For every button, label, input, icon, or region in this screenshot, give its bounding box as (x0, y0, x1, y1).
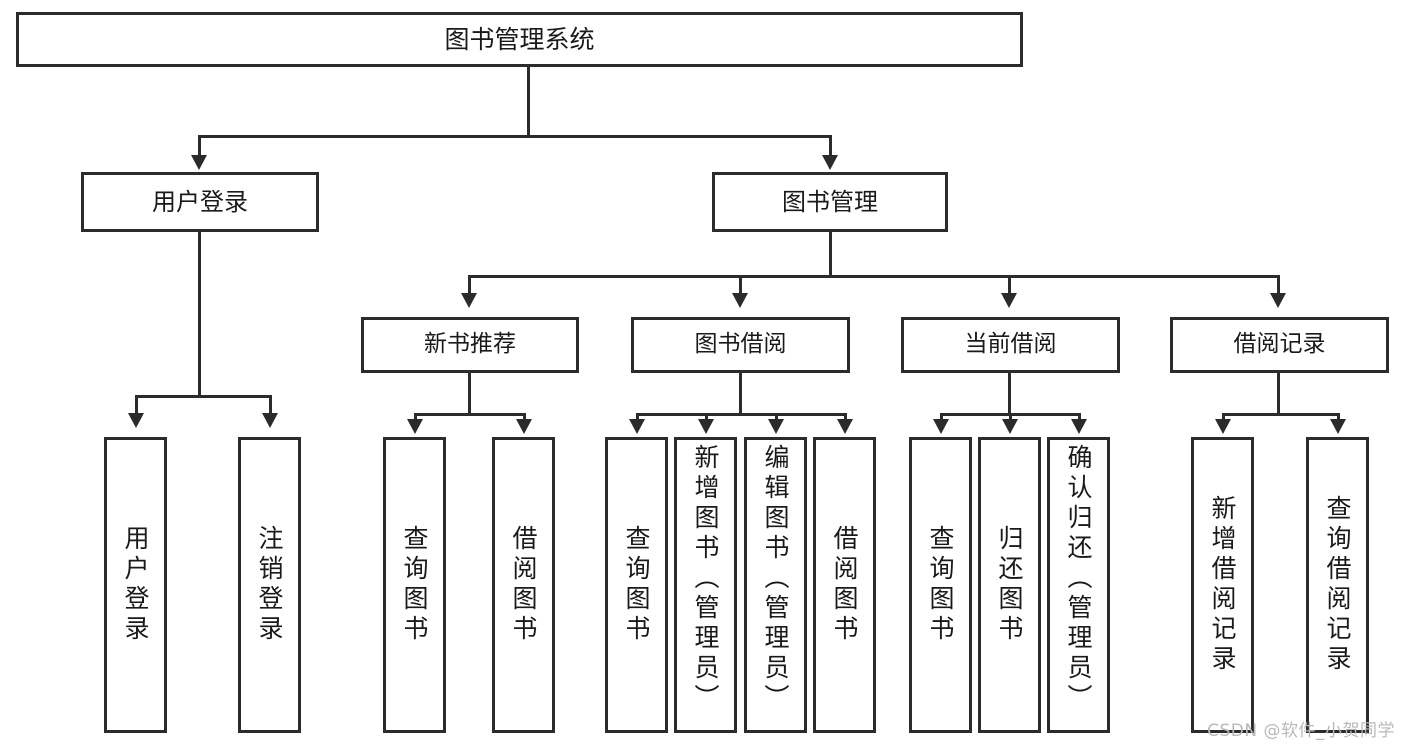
node-leaf-edit-book-admin[interactable]: 编辑图书（管理员） (744, 437, 807, 733)
edge-borrow-drop-2 (705, 413, 708, 421)
edge-borrow-bus (636, 413, 847, 416)
edge-borrow-drop-3 (775, 413, 778, 421)
node-label: 图书管理系统 (444, 24, 595, 54)
edge-records-stem (1277, 373, 1280, 415)
arrow-leaf-add-record (1215, 419, 1231, 434)
node-label: 注销登录 (255, 525, 284, 645)
edge-user-login-drop-1 (135, 395, 138, 415)
node-label: 查询图书 (622, 525, 651, 645)
edge-level3-drop-1 (468, 275, 471, 295)
node-label: 查询图书 (400, 525, 429, 645)
edge-book-mgmt-stem (829, 232, 832, 277)
node-label: 确认归还（管理员） (1064, 444, 1093, 714)
edge-records-drop-1 (1222, 413, 1225, 421)
node-user-login[interactable]: 用户登录 (81, 172, 319, 232)
arrow-to-user-login (191, 155, 207, 170)
arrow-leaf-query-book-b (629, 419, 645, 434)
edge-current-drop-2 (1009, 413, 1012, 421)
node-leaf-borrow-book-recommend[interactable]: 借阅图书 (492, 437, 555, 733)
edge-level3-drop-2 (739, 275, 742, 295)
edge-current-drop-1 (940, 413, 943, 421)
node-leaf-user-login[interactable]: 用户登录 (104, 437, 167, 733)
arrow-to-current-borrow (1001, 293, 1017, 308)
edge-new-rec-drop-1 (414, 413, 417, 421)
node-leaf-query-book-recommend[interactable]: 查询图书 (383, 437, 446, 733)
node-label: 借阅图书 (509, 525, 538, 645)
node-leaf-query-book-borrow[interactable]: 查询图书 (605, 437, 668, 733)
edge-user-login-bus (135, 395, 272, 398)
node-label: 新书推荐 (424, 331, 516, 358)
edge-level2-bus (198, 135, 831, 138)
node-label: 查询借阅记录 (1323, 495, 1352, 675)
node-label: 图书管理 (782, 187, 878, 216)
arrow-leaf-borrow-book-b (837, 419, 853, 434)
edge-borrow-drop-1 (636, 413, 639, 421)
edge-records-drop-2 (1337, 413, 1340, 421)
edge-user-login-drop-2 (269, 395, 272, 415)
edge-new-rec-drop-2 (523, 413, 526, 421)
arrow-to-new-book-recommend (461, 293, 477, 308)
node-borrow-records[interactable]: 借阅记录 (1170, 317, 1389, 373)
edge-borrow-drop-4 (844, 413, 847, 421)
node-book-management[interactable]: 图书管理 (712, 172, 948, 232)
node-leaf-confirm-return-admin[interactable]: 确认归还（管理员） (1047, 437, 1110, 733)
node-leaf-add-borrow-record[interactable]: 新增借阅记录 (1191, 437, 1254, 733)
edge-to-user-login (198, 135, 201, 157)
node-book-borrow[interactable]: 图书借阅 (631, 317, 850, 373)
arrow-leaf-user-login (128, 413, 144, 428)
node-root-system[interactable]: 图书管理系统 (16, 12, 1023, 67)
node-leaf-borrow-book[interactable]: 借阅图书 (813, 437, 876, 733)
node-label: 借阅图书 (830, 525, 859, 645)
node-leaf-add-book-admin[interactable]: 新增图书（管理员） (674, 437, 737, 733)
edge-current-stem (1008, 373, 1011, 415)
node-label: 新增借阅记录 (1208, 495, 1237, 675)
node-label: 图书借阅 (694, 331, 787, 358)
arrow-to-book-borrow (732, 293, 748, 308)
arrow-leaf-edit-book (768, 419, 784, 434)
edge-new-rec-stem (468, 373, 471, 415)
edge-level3-bus (468, 275, 1280, 278)
edge-root-stem (527, 67, 530, 135)
node-label: 借阅记录 (1233, 331, 1326, 358)
node-leaf-return-book[interactable]: 归还图书 (978, 437, 1041, 733)
arrow-leaf-add-book (698, 419, 714, 434)
edge-current-drop-3 (1078, 413, 1081, 421)
arrow-leaf-query-book-a (407, 419, 423, 434)
arrow-to-book-mgmt (822, 155, 838, 170)
node-leaf-query-book-current[interactable]: 查询图书 (909, 437, 972, 733)
arrow-leaf-logout (262, 413, 278, 428)
node-current-borrow[interactable]: 当前借阅 (901, 317, 1120, 373)
arrow-leaf-confirm-return (1071, 419, 1087, 434)
arrow-leaf-query-record (1330, 419, 1346, 434)
edge-level3-drop-3 (1008, 275, 1011, 295)
node-label: 归还图书 (995, 525, 1024, 645)
node-label: 查询图书 (926, 525, 955, 645)
edge-records-bus (1222, 413, 1340, 416)
node-label: 用户登录 (121, 525, 150, 645)
node-label: 新增图书（管理员） (691, 444, 720, 714)
node-leaf-query-borrow-record[interactable]: 查询借阅记录 (1306, 437, 1369, 733)
arrow-to-borrow-records (1270, 293, 1286, 308)
edge-borrow-stem (739, 373, 742, 415)
arrow-leaf-borrow-book-a (516, 419, 532, 434)
node-label: 编辑图书（管理员） (761, 444, 790, 714)
edge-to-book-mgmt (829, 135, 832, 157)
node-label: 用户登录 (152, 187, 248, 216)
node-new-book-recommend[interactable]: 新书推荐 (361, 317, 579, 373)
edge-user-login-stem (198, 232, 201, 395)
arrow-leaf-return-book (1002, 419, 1018, 434)
edge-level3-drop-4 (1277, 275, 1280, 295)
edge-new-rec-bus (414, 413, 526, 416)
node-leaf-logout[interactable]: 注销登录 (238, 437, 301, 733)
arrow-leaf-query-book-c (933, 419, 949, 434)
node-label: 当前借阅 (964, 331, 1057, 358)
